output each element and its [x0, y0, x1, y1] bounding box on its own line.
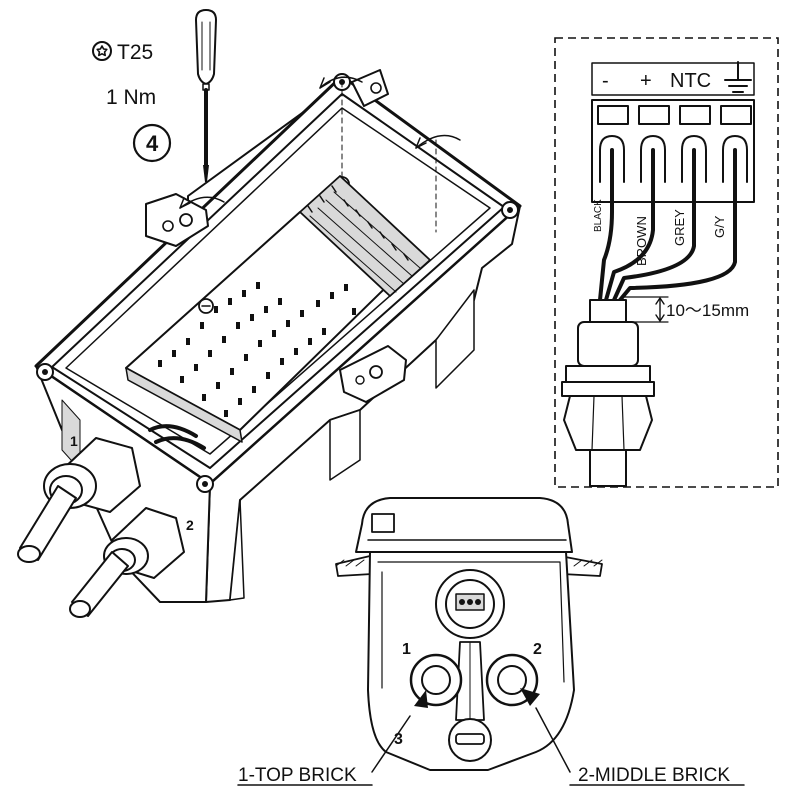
corner-screw: [196, 475, 214, 493]
terminal-block: [299, 175, 431, 297]
wire-label-gy: G/Y: [712, 215, 727, 238]
wire: [598, 148, 737, 302]
housing-view: 1 2: [17, 69, 522, 618]
terminal-ntc-label: NTC: [670, 70, 711, 92]
wire-label-black: BLACK: [593, 199, 604, 232]
terminal-slot: [597, 105, 752, 125]
rotation-arrow: [415, 134, 461, 149]
port-number: 3: [394, 731, 403, 748]
bottom-view: 1 2 3 1-TOP BRICK 2-MIDDLE BRICK: [237, 497, 745, 786]
callout-middle-brick: 2-MIDDLE BRICK: [578, 765, 730, 786]
step-number: 4: [146, 131, 159, 156]
tool-callout: T25 1 Nm 4: [92, 9, 217, 293]
cable-gland-inset: [561, 299, 655, 487]
pointer-arrow: [371, 690, 428, 773]
port-number: 1: [402, 641, 411, 658]
gland-number: 1: [70, 433, 78, 449]
step-badge: 4: [132, 123, 172, 163]
vent-plug: [448, 718, 492, 762]
port-number: 2: [533, 641, 542, 658]
wire-ferrule: [599, 135, 748, 183]
ground-symbol: [724, 61, 752, 93]
rotation-arrow: [319, 76, 363, 89]
corner-screw: [501, 201, 519, 219]
strip-length-label: 10～15mm: [666, 301, 749, 320]
wire-label-grey: GREY: [672, 209, 687, 246]
strip-length-dimension: 10～15mm: [621, 296, 749, 323]
cable-gland: [17, 437, 141, 563]
wiring-inset: - + NTC BLACK: [554, 37, 779, 488]
torx-icon: [92, 41, 112, 61]
bit-size-label: T25: [117, 41, 153, 64]
port-hole: [409, 653, 463, 707]
torque-label: 1 Nm: [106, 86, 156, 109]
terminal-minus-label: -: [602, 70, 609, 92]
pointer-arrow: [520, 688, 571, 773]
terminal-plus-label: +: [640, 70, 652, 92]
center-connector: [435, 569, 505, 639]
board-components: [158, 282, 356, 417]
gland-number: 2: [186, 517, 194, 533]
cable-gland: [69, 507, 185, 618]
inset-frame: [554, 37, 779, 488]
corner-screw: [36, 363, 54, 381]
callout-top-brick: 1-TOP BRICK: [238, 765, 357, 786]
screwdriver-icon: [195, 9, 217, 293]
wire-label-brown: BROWN: [634, 216, 649, 266]
rotation-arrow: [179, 196, 225, 209]
